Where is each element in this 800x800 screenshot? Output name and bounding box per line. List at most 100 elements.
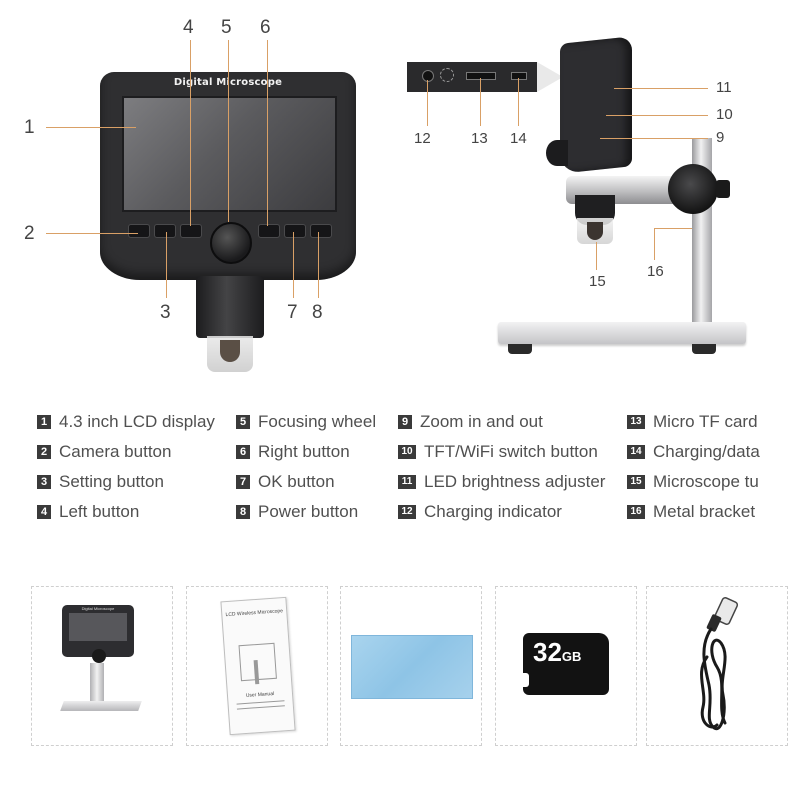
legend-item-5: 5 Focusing wheel: [236, 410, 376, 434]
leader-line-16b: [654, 228, 692, 229]
side-zoom-knob: [546, 140, 568, 166]
legend-number: 2: [37, 445, 51, 459]
callout-7: 7: [287, 302, 298, 323]
leader-line-11: [614, 88, 708, 89]
legend-item-11: 11 LED brightness adjuster: [398, 470, 605, 494]
focusing-wheel: [210, 222, 252, 264]
legend-item-16: 16 Metal bracket: [627, 500, 755, 524]
leader-line-13: [480, 78, 481, 126]
callout-11: 11: [716, 79, 732, 96]
legend-item-14: 14 Charging/data: [627, 440, 760, 464]
charging-data-port: [511, 72, 527, 80]
leader-line-12: [427, 80, 428, 126]
legend-label: TFT/WiFi switch button: [424, 442, 598, 461]
legend-number: 6: [236, 445, 250, 459]
legend-item-15: 15 Microscope tu: [627, 470, 759, 494]
mini-microscope-screen: Digital Microscope: [62, 605, 134, 657]
manual-title: LCD Wireless Microscope: [225, 608, 284, 619]
legend-number: 10: [398, 445, 416, 459]
front-microscope-tube: [196, 276, 264, 338]
leader-line-4: [190, 40, 191, 226]
callout-14: 14: [510, 130, 527, 147]
leader-line-7: [293, 232, 294, 298]
bracket-clamp-nut: [716, 180, 730, 198]
micro-tf-card-slot: [466, 72, 496, 80]
microphone-grille-icon: [440, 68, 454, 82]
legend-number: 12: [398, 505, 416, 519]
callout-6: 6: [260, 17, 271, 38]
user-manual: LCD Wireless Microscope User Manual: [220, 596, 296, 736]
front-lens-tip: [220, 340, 240, 362]
legend-label: Camera button: [59, 442, 172, 461]
legend-number: 14: [627, 445, 645, 459]
camera-button: [128, 224, 150, 238]
package-item-manual: LCD Wireless Microscope User Manual: [186, 586, 328, 746]
legend-item-9: 9 Zoom in and out: [398, 410, 543, 434]
base-foot: [692, 344, 716, 354]
package-item-usb-cable: [646, 586, 788, 746]
leader-line-6: [267, 40, 268, 226]
leader-line-10: [606, 115, 708, 116]
callout-8: 8: [312, 302, 323, 323]
right-button: [258, 224, 280, 238]
usb-cable-icon: [700, 596, 739, 731]
legend-label: LED brightness adjuster: [424, 472, 606, 491]
leader-line-15: [596, 242, 597, 270]
package-item-sd-card: 32GB: [495, 586, 637, 746]
legend-item-7: 7 OK button: [236, 470, 335, 494]
legend-number: 4: [37, 505, 51, 519]
legend-number: 15: [627, 475, 645, 489]
callout-9: 9: [716, 129, 725, 146]
legend-label: Microscope tu: [653, 472, 759, 491]
callout-10: 10: [716, 106, 733, 123]
legend-label: 4.3 inch LCD display: [59, 412, 215, 431]
legend-number: 5: [236, 415, 250, 429]
screen-brand-label: Digital Microscope: [173, 77, 283, 88]
product-diagram: Digital Microscope 1 2 3 4 5 6 7 8 9: [0, 0, 800, 390]
mini-bracket-pillar: [90, 663, 104, 703]
legend-number: 11: [398, 475, 416, 489]
legend-label: Zoom in and out: [420, 412, 543, 431]
mini-clamp-wheel: [92, 649, 106, 663]
cleaning-cloth: [351, 635, 473, 699]
legend-label: Right button: [258, 442, 350, 461]
legend-item-12: 12 Charging indicator: [398, 500, 562, 524]
legend-item-6: 6 Right button: [236, 440, 350, 464]
leader-line-14: [518, 78, 519, 126]
legend-item-4: 4 Left button: [37, 500, 139, 524]
legend-item-8: 8 Power button: [236, 500, 358, 524]
setting-button: [154, 224, 176, 238]
legend-number: 13: [627, 415, 645, 429]
base-foot: [508, 344, 532, 354]
callout-5: 5: [221, 17, 232, 38]
manual-spec-lines: [236, 700, 285, 710]
sd-card-notch: [523, 673, 529, 687]
callout-2: 2: [24, 223, 35, 244]
power-button: [310, 224, 332, 238]
mini-lcd: [69, 613, 127, 641]
callout-16: 16: [647, 263, 664, 280]
leader-line-3: [166, 232, 167, 298]
left-button: [180, 224, 202, 238]
legend-number: 1: [37, 415, 51, 429]
sd-capacity-unit: GB: [561, 649, 582, 664]
legend-label: Charging indicator: [424, 502, 562, 521]
legend-label: Charging/data: [653, 442, 760, 461]
callout-12: 12: [414, 130, 431, 147]
legend-label: Focusing wheel: [258, 412, 377, 431]
legend-label: OK button: [258, 472, 335, 491]
mini-bracket-base: [60, 701, 142, 711]
leader-line-16: [654, 228, 655, 260]
side-microscope-screen: [560, 36, 632, 174]
legend-item-2: 2 Camera button: [37, 440, 171, 464]
legend-item-3: 3 Setting button: [37, 470, 164, 494]
package-item-cleaning-cloth: [340, 586, 482, 746]
leader-line-9: [600, 138, 708, 139]
legend-item-13: 13 Micro TF card: [627, 410, 758, 434]
leader-line-2: [46, 233, 138, 234]
leader-line-8: [318, 232, 319, 298]
legend-label: Micro TF card: [653, 412, 758, 431]
legend-number: 3: [37, 475, 51, 489]
legend-label: Setting button: [59, 472, 164, 491]
callout-1: 1: [24, 117, 35, 138]
